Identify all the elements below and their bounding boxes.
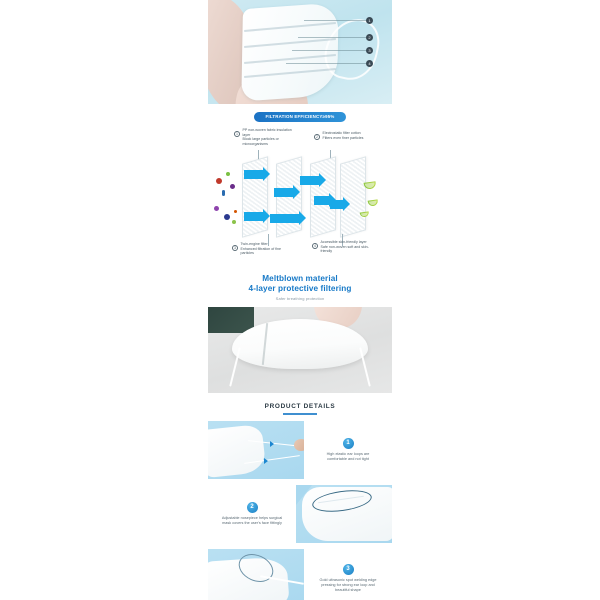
folded-mask-photo (208, 307, 392, 393)
airflow-arrow (270, 211, 306, 225)
callout-number: 4 (312, 243, 318, 249)
detail-description: Gold ultrasonic spot welding edge pressi… (319, 577, 377, 592)
callout-leader-line (292, 50, 366, 51)
germ-icon (226, 172, 230, 176)
callout-title: Electrostatic filter cotton (322, 131, 361, 135)
headline-line-2: 4-layer protective filtering (248, 284, 352, 293)
hero-mask-layers-photo: 1 2 3 4 (208, 0, 392, 104)
callout-leader-line (286, 63, 366, 64)
germ-icon (222, 190, 225, 196)
detail-item-2: 2 Adjustable nosepiece helps surgical ma… (208, 485, 392, 543)
airflow-arrow (244, 167, 270, 181)
callout-desc: Filters even finer particles (322, 135, 364, 140)
filtration-efficiency-badge: FILTRATION EFFICIENCY≥95% (254, 112, 346, 122)
callout-desc: Block large particles or microorganisms (242, 137, 279, 146)
page-title: PRODUCT DETAILS (264, 403, 336, 410)
detail-item-3: 3 Gold ultrasonic spot welding edge pres… (208, 549, 392, 600)
callout-leader-line (304, 20, 366, 21)
callout-title: Accessible skin-friendly layer (320, 240, 367, 244)
ear-loop-stretch-photo (208, 421, 304, 479)
filtration-bottom-callouts: 3 Twin-engine filter Enhanced filtration… (208, 234, 392, 270)
airflow-arrow (274, 185, 300, 199)
hero-callout-3: 3 (366, 47, 373, 54)
detail-item-1: 1 High elastic ear loops are comfortable… (208, 421, 392, 479)
callout-stem (342, 234, 343, 246)
detail-2-text-block: 2 Adjustable nosepiece helps surgical ma… (208, 485, 296, 543)
callout-desc: Enhanced filtration of fine particles (240, 246, 282, 256)
ultrasonic-weld-closeup-photo (208, 549, 304, 600)
hero-callout-2: 2 (366, 34, 373, 41)
filtration-callout-3: 3 Twin-engine filter Enhanced filtration… (232, 242, 294, 256)
germ-icon (232, 220, 236, 224)
finger-icon (294, 439, 304, 451)
germ-icon (216, 178, 222, 184)
detail-3-text-block: 3 Gold ultrasonic spot welding edge pres… (304, 549, 392, 600)
filtration-callout-1: 1 PP non-woven fabric insulation layer B… (234, 128, 300, 146)
callout-number: 2 (314, 134, 320, 140)
callout-title: Twin-engine filter (240, 242, 268, 246)
nosepiece-closeup-photo (296, 485, 392, 543)
airflow-arrow (300, 173, 326, 187)
airflow-arrow (330, 197, 350, 211)
filtration-section: FILTRATION EFFICIENCY≥95% 1 PP non-woven… (208, 104, 392, 301)
callout-title: PP non-woven fabric insulation layer (242, 128, 292, 137)
photo-dark-corner (208, 307, 254, 333)
germ-icon (214, 206, 219, 211)
callout-stem (268, 234, 269, 246)
mask-illustration (208, 423, 267, 479)
callout-number: 1 (234, 131, 240, 137)
photo-corner-wedge (296, 485, 312, 505)
germ-icon (234, 210, 237, 213)
filtration-diagram (208, 154, 392, 240)
mask-illustration (302, 487, 392, 541)
content-column: 1 2 3 4 FILTRATION EFFICIENCY≥95% 1 PP n… (208, 0, 392, 600)
title-underline (283, 413, 317, 415)
headline-subtitle: Safer breathing protection (275, 296, 325, 301)
airflow-arrow (314, 193, 336, 207)
detail-number-badge: 2 (246, 502, 258, 513)
hero-callout-1: 1 (366, 17, 373, 24)
callout-desc: Safe non-woven soft and skin-friendly (320, 244, 369, 254)
stretch-arrow-icon (264, 458, 268, 464)
meltblown-headline: Meltblown material 4-layer protective fi… (208, 270, 392, 301)
detail-1-text-block: 1 High elastic ear loops are comfortable… (304, 421, 392, 479)
stretch-arrow-icon (270, 441, 274, 447)
callout-leader-line (298, 37, 366, 38)
filtration-callout-2: 2 Electrostatic filter cotton Filters ev… (314, 131, 376, 140)
detail-description: High elastic ear loops are comfortable a… (326, 452, 370, 461)
callout-number: 3 (232, 245, 238, 251)
germ-icon (224, 214, 230, 220)
headline-line-1: Meltblown material (262, 274, 338, 283)
detail-number-badge: 3 (342, 563, 354, 575)
detail-number-badge: 1 (342, 438, 354, 449)
detail-description: Adjustable nosepiece helps surgical mask… (221, 516, 283, 525)
hero-callout-4: 4 (366, 60, 373, 67)
filtration-top-callouts: 1 PP non-woven fabric insulation layer B… (208, 128, 392, 166)
germ-icon (230, 184, 235, 189)
product-details-header: PRODUCT DETAILS (208, 393, 392, 415)
airflow-arrow (244, 209, 270, 223)
clean-air-leaf-icon (367, 199, 379, 207)
mask-illustration (232, 319, 368, 369)
filtration-callout-4: 4 Accessible skin-friendly layer Safe no… (312, 240, 376, 254)
